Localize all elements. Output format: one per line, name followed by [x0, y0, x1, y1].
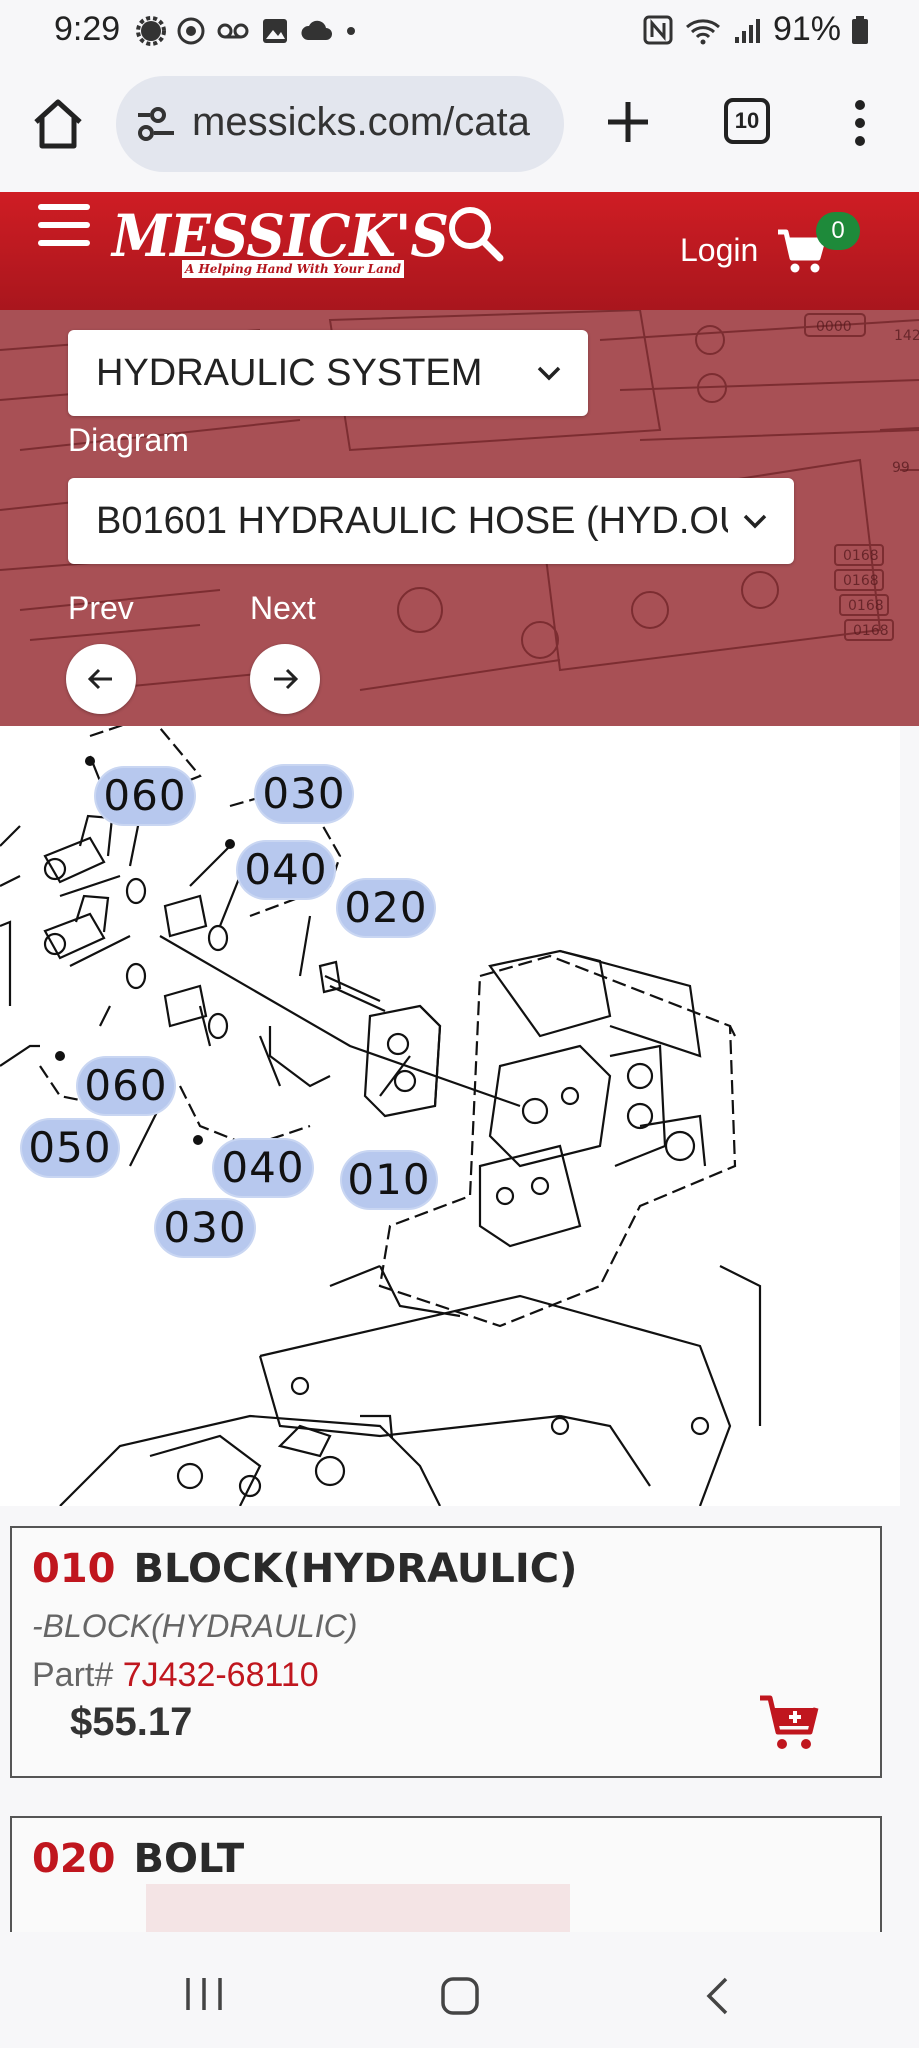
home-nav-icon[interactable]	[440, 1976, 480, 2016]
site-logo[interactable]: MESSICK'S A Helping Hand With Your Land	[112, 202, 449, 280]
category-select[interactable]: HYDRAULIC SYSTEM	[68, 330, 588, 416]
dot-icon	[347, 27, 355, 35]
add-to-cart-icon[interactable]	[758, 1692, 822, 1752]
prev-label: Prev	[68, 590, 134, 626]
bg-label: 99	[892, 460, 910, 476]
status-time: 9:29	[54, 10, 121, 48]
site-settings-icon[interactable]	[136, 106, 176, 142]
part-name: BOLT	[133, 1836, 245, 1882]
settings-gear-icon	[136, 16, 166, 46]
bg-label: 0168	[848, 598, 884, 614]
battery-percent: 91%	[772, 10, 841, 48]
nfc-icon	[643, 15, 673, 44]
home-icon[interactable]	[30, 96, 86, 152]
cart-count-badge: 0	[816, 212, 860, 250]
logo-tagline: A Helping Hand With Your Land	[182, 260, 404, 278]
part-name: BLOCK(HYDRAULIC)	[133, 1546, 578, 1592]
diagram-select[interactable]: B01601 HYDRAULIC HOSE (HYD.OU	[68, 478, 794, 564]
callout-030[interactable]: 030	[156, 1200, 254, 1256]
voicemail-icon	[217, 23, 249, 39]
system-navigation-bar	[0, 1932, 919, 2048]
next-diagram-button[interactable]	[250, 644, 320, 714]
bg-label: 0000	[816, 319, 852, 335]
bg-label: 142	[894, 328, 919, 344]
bg-label: 0168	[843, 573, 879, 589]
callout-020[interactable]: 020	[338, 880, 434, 936]
part-number-line: Part# 7J432-68110	[32, 1656, 319, 1695]
category-select-value: HYDRAULIC SYSTEM	[96, 352, 483, 394]
loading-placeholder	[146, 1884, 570, 1934]
tab-switcher-button[interactable]: 10	[724, 98, 770, 144]
callout-030[interactable]: 030	[256, 766, 352, 822]
chevron-down-icon	[743, 514, 767, 529]
wifi-icon	[685, 18, 720, 44]
browser-toolbar: messicks.com/cata 10	[0, 62, 919, 192]
part-number-link[interactable]: 7J432-68110	[122, 1656, 319, 1694]
login-link[interactable]: Login	[680, 232, 759, 268]
diagram-select-value: B01601 HYDRAULIC HOSE (HYD.OU	[96, 500, 728, 542]
prev-diagram-button[interactable]	[66, 644, 136, 714]
data-saver-icon	[177, 17, 205, 45]
arrow-left-icon	[87, 668, 112, 690]
next-label: Next	[250, 590, 316, 626]
notification-icons	[136, 14, 358, 48]
hamburger-menu-icon[interactable]	[38, 204, 90, 248]
back-icon[interactable]	[704, 1976, 730, 2016]
chevron-down-icon	[537, 366, 561, 381]
part-ref-number: 020	[32, 1836, 116, 1882]
part-heading: 020 BOLT	[32, 1836, 244, 1882]
part-price: $55.17	[70, 1700, 193, 1744]
part-card: 010 BLOCK(HYDRAULIC) -BLOCK(HYDRAULIC) Pa…	[10, 1526, 882, 1778]
recent-apps-icon[interactable]	[184, 1976, 224, 2012]
gallery-icon	[263, 19, 287, 43]
part-heading: 010 BLOCK(HYDRAULIC)	[32, 1546, 577, 1592]
callout-040[interactable]: 040	[238, 842, 334, 898]
diagram-label: Diagram	[68, 422, 189, 458]
hero-background-drawing: 0000 142 99 0168 0168 0168 0168	[0, 310, 919, 691]
search-icon[interactable]	[444, 202, 506, 264]
more-menu-icon[interactable]	[850, 98, 870, 148]
callout-060[interactable]: 060	[78, 1058, 174, 1114]
exploded-view-drawing	[0, 726, 762, 1506]
callout-060[interactable]: 060	[96, 768, 194, 824]
signal-icon	[734, 18, 760, 43]
callout-040[interactable]: 040	[214, 1140, 312, 1196]
logo-text: MESSICK'S	[112, 202, 449, 270]
cloud-icon	[301, 20, 332, 40]
bg-label: 0168	[853, 623, 889, 639]
arrow-right-icon	[274, 668, 299, 690]
catalog-filter-section: 0000 142 99 0168 0168 0168 0168 HYDRAULI…	[0, 310, 919, 726]
callout-010[interactable]: 010	[342, 1152, 436, 1208]
address-bar[interactable]: messicks.com/cata	[116, 76, 564, 172]
status-right: 91%	[643, 10, 869, 49]
status-bar: 9:29 91%	[0, 0, 919, 62]
part-description: -BLOCK(HYDRAULIC)	[32, 1608, 358, 1644]
callout-050[interactable]: 050	[22, 1120, 118, 1176]
battery-icon	[852, 15, 868, 44]
part-ref-number: 010	[32, 1546, 116, 1592]
new-tab-icon[interactable]	[604, 98, 652, 146]
parts-diagram[interactable]: 060 030 040 020 060 050 040 010 030	[0, 726, 900, 1506]
bg-label: 0168	[843, 548, 879, 564]
url-text: messicks.com/cata	[192, 100, 530, 144]
part-number-label: Part#	[32, 1656, 114, 1694]
site-header: MESSICK'S A Helping Hand With Your Land …	[0, 192, 919, 310]
